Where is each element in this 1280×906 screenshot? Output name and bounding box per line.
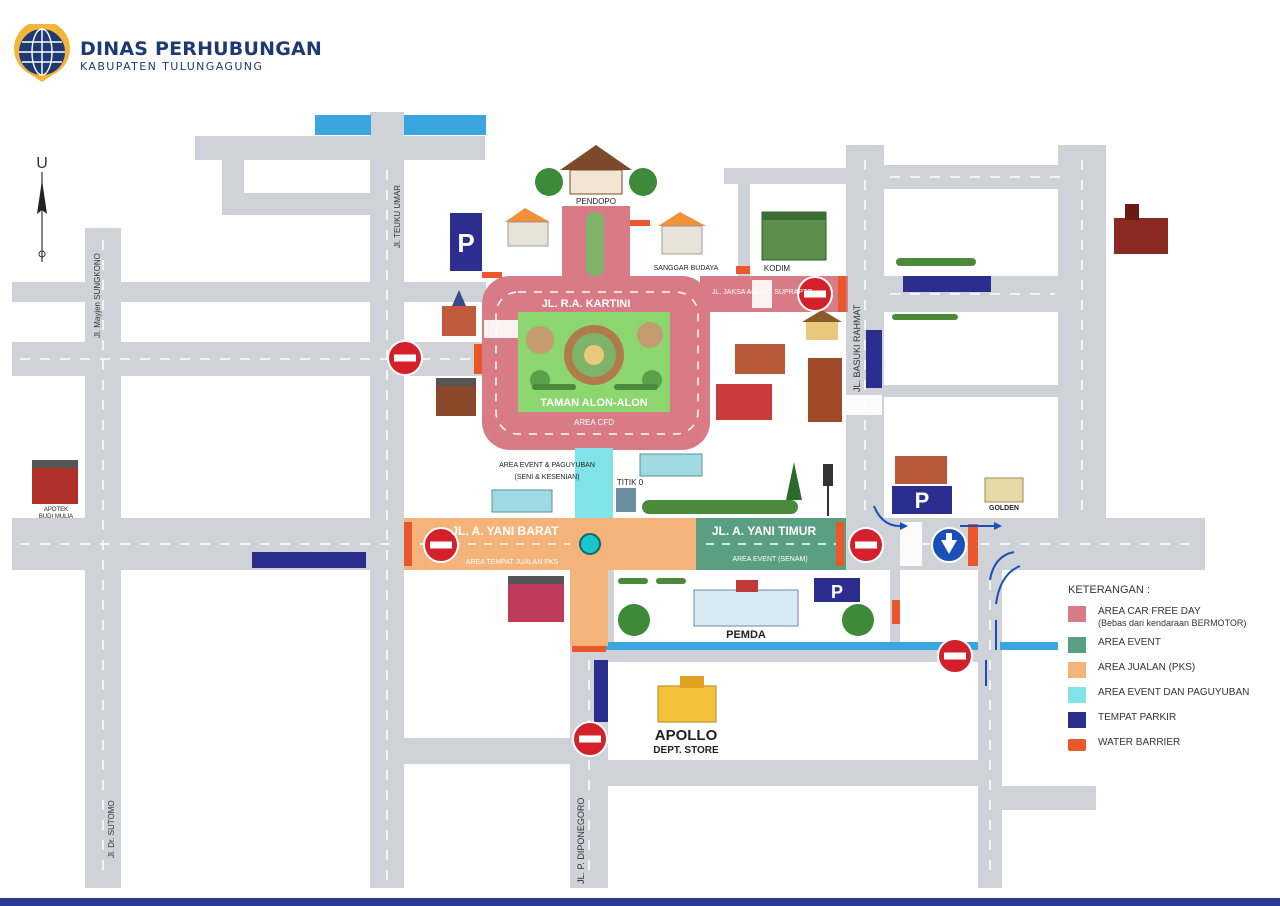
street-basuki-rahmat: JL. BASUKI RAHMAT (852, 304, 862, 392)
legend-swatch-water-barrier-icon (1068, 739, 1086, 751)
legend-sub-car-free-day: (Bebas dari kendaraan BERMOTOR) (1098, 618, 1247, 628)
lane-markings (20, 160, 1200, 880)
water-barriers (404, 220, 978, 652)
label-seni-kesenian: (SENI & KESENIAN) (515, 474, 580, 481)
label-dept-store: DEPT. STORE (653, 745, 719, 756)
traffic-arrows (873, 505, 1021, 686)
label-pendopo: PENDOPO (576, 197, 616, 206)
label-area-event-senam: AREA EVENT (SENAM) (732, 556, 807, 563)
street-kartini: JL. R.A. KARTINI (542, 298, 631, 310)
label-sanggar-budaya: SANGGAR BUDAYA (654, 265, 719, 272)
parking-label-3: P (831, 582, 843, 602)
legend-swatch-event (1068, 637, 1086, 653)
label-pemda: PEMDA (726, 629, 766, 641)
legend-label-event: AREA EVENT (1098, 637, 1161, 648)
street-teuku-umar: Jl. TEUKU UMAR (393, 185, 402, 248)
dishub-logo-icon (14, 24, 70, 82)
parking-label-2: P (915, 488, 930, 513)
cfd-inner-markings (495, 291, 699, 435)
legend-swatch-parkir (1068, 712, 1086, 728)
crosswalks (484, 280, 922, 566)
parking-areas (252, 213, 991, 722)
legend: KETERANGAN : AREA CAR FREE DAY (Bebas da… (1068, 584, 1273, 760)
water-channels (315, 115, 1058, 650)
yani-barat-area (404, 518, 696, 646)
legend-label-car-free-day: AREA CAR FREE DAY (1098, 606, 1201, 617)
legend-item-parkir: TEMPAT PARKIR (1068, 712, 1273, 728)
header: DINAS PERHUBUNGAN KABUPATEN TULUNGAGUNG (12, 24, 322, 86)
legend-item-event: AREA EVENT (1068, 637, 1273, 653)
legend-swatch-jualan (1068, 662, 1086, 678)
legend-label-parkir: TEMPAT PARKIR (1098, 712, 1177, 723)
label-tempat-jualan: AREA TEMPAT JUALAN PKS (466, 559, 559, 566)
label-area-cfd: AREA CFD (574, 418, 614, 427)
taman-alon-alon (518, 212, 670, 412)
label-kodim: KODIM (764, 264, 791, 273)
label-golden: GOLDEN (989, 505, 1019, 512)
legend-item-jualan: AREA JUALAN (PKS) (1068, 662, 1273, 678)
legend-swatch-paguyuban (1068, 687, 1086, 703)
bottom-bar (0, 898, 1280, 906)
legend-label-paguyuban: AREA EVENT DAN PAGUYUBAN (1098, 687, 1250, 698)
buildings (32, 145, 1168, 723)
legend-item-car-free-day: AREA CAR FREE DAY (Bebas dari kendaraan … (1068, 606, 1273, 628)
parking-label-1: P (457, 228, 474, 258)
street-jaksa-agung: JL. JAKSA AGUNG SUPRAPTO (712, 289, 813, 296)
label-apollo: APOLLO (655, 727, 718, 744)
titik-nol-roundabout (579, 533, 601, 555)
compass-north-letter: U (36, 155, 48, 172)
street-mayjen-sungkono: Jl. Mayjen SUNGKONO (93, 253, 102, 338)
legend-label-jualan: AREA JUALAN (PKS) (1098, 662, 1196, 673)
label-taman-alon-alon: TAMAN ALON-ALON (540, 397, 648, 409)
legend-title: KETERANGAN : (1068, 584, 1150, 596)
street-yani-barat: JL. A. YANI BARAT (451, 524, 559, 538)
one-way-sign (931, 527, 967, 563)
event-paguyuban-area (575, 448, 613, 520)
label-budi-mulia: BUDI MULIA (39, 514, 73, 520)
legend-swatch-car-free-day (1068, 606, 1086, 622)
label-apotek: APOTEK (44, 507, 68, 513)
label-titik-0: TITIK 0 (617, 478, 644, 487)
header-subtitle: KABUPATEN TULUNGAGUNG (80, 59, 264, 73)
legend-label-water-barrier: WATER BARRIER (1098, 737, 1181, 748)
label-event-paguyuban: AREA EVENT & PAGUYUBAN (499, 462, 595, 469)
street-yani-timur: JL. A. YANI TIMUR (712, 524, 817, 538)
street-diponegoro: JL. P. DIPONEGORO (576, 798, 586, 884)
street-sutomo: Jl. Dr. SUTOMO (107, 800, 116, 858)
north-arrow (37, 172, 47, 262)
header-title: DINAS PERHUBUNGAN (80, 37, 323, 60)
legend-item-water-barrier: WATER BARRIER (1068, 737, 1273, 751)
legend-item-paguyuban: AREA EVENT DAN PAGUYUBAN (1068, 687, 1273, 703)
